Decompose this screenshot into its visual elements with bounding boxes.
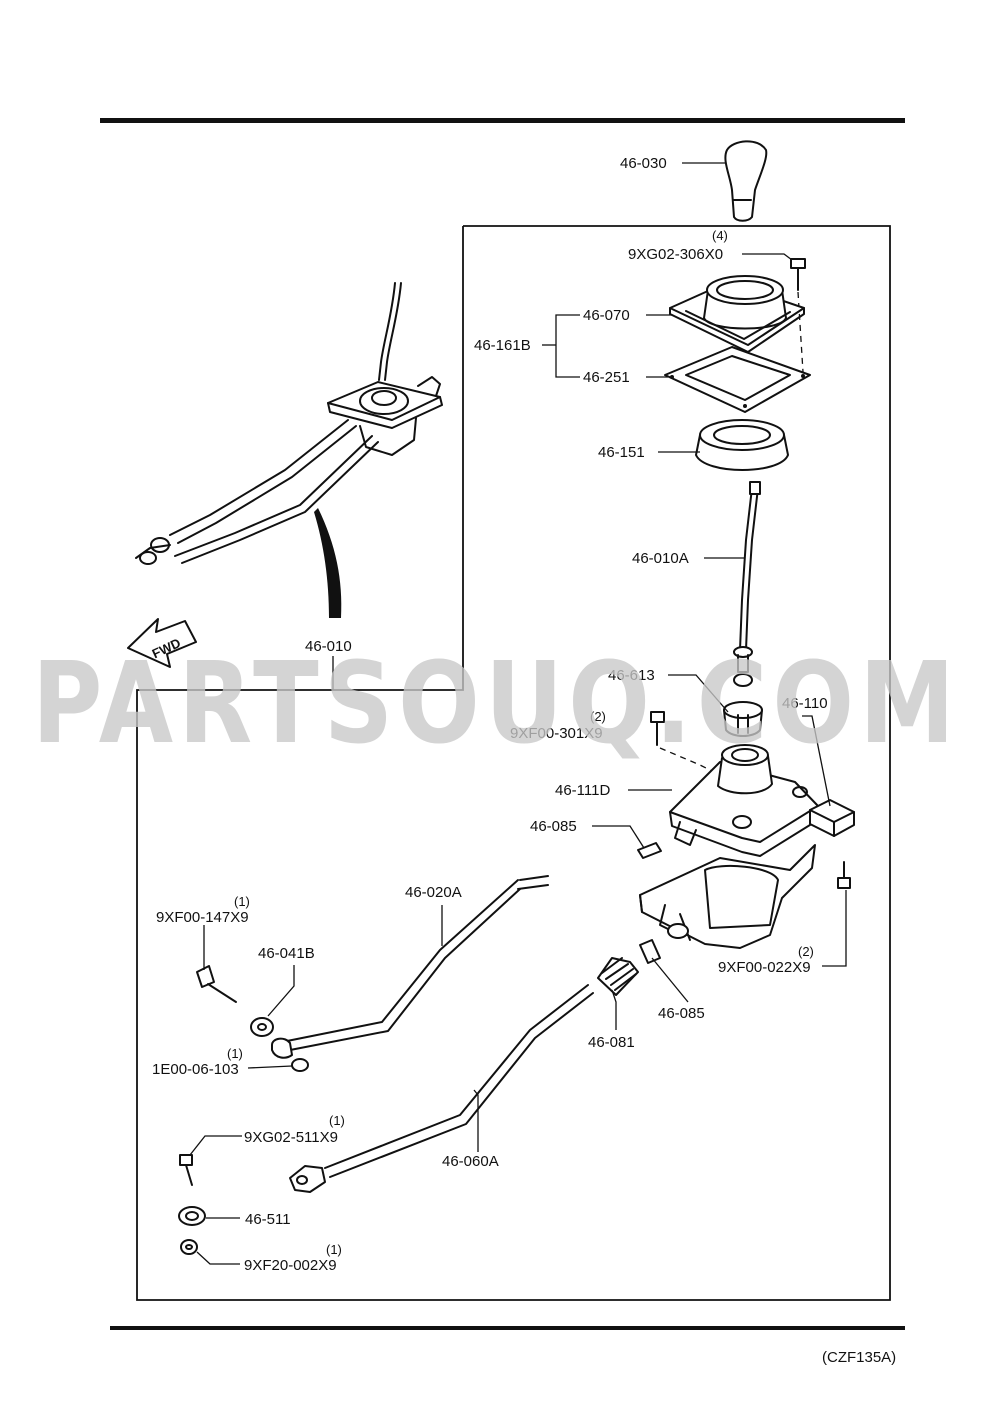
watermark: PARTSOUQ.COM [32, 639, 960, 769]
qty-9XF00-147X9: (1) [234, 894, 250, 909]
label-9XF00-022X9: 9XF00-022X9 [718, 959, 811, 976]
bolt-c-illustration [837, 861, 851, 889]
label-46-030: 46-030 [620, 155, 667, 172]
qty-9XG02-306X0: (4) [712, 228, 728, 243]
label-46-110: 46-110 [782, 695, 828, 712]
fwd-arrow: FWD [127, 618, 197, 668]
label-46-010A: 46-010A [632, 550, 689, 567]
qty-9XG02-511X9: (1) [329, 1113, 345, 1128]
qty-9XF20-002X9: (1) [326, 1242, 342, 1257]
qty-9XF00-301X9: (2) [590, 709, 606, 724]
bushing-illustration [723, 701, 763, 737]
rod-b-illustration [289, 984, 594, 1193]
label-46-070: 46-070 [583, 307, 630, 324]
diagram-reference: (CZF135A) [822, 1349, 896, 1366]
label-9XF20-002X9: 9XF20-002X9 [244, 1257, 337, 1274]
label-9XG02-306X0: 9XG02-306X0 [628, 246, 723, 263]
label-46-161B: 46-161B [474, 337, 531, 354]
label-46-111D: 46-111D [555, 782, 610, 799]
clamp-illustration [178, 1206, 206, 1226]
screw-top-illustration [790, 258, 806, 291]
top-rule [100, 118, 905, 123]
dash-bolt-a [659, 747, 741, 786]
label-46-020A: 46-020A [405, 884, 462, 901]
nut-a-illustration [291, 1058, 309, 1072]
label-46-010: 46-010 [305, 638, 352, 655]
label-46-151: 46-151 [598, 444, 645, 461]
shift-knob-illustration [724, 140, 768, 222]
label-46-085-a: 46-085 [530, 818, 577, 835]
leader-lines [189, 162, 847, 1265]
lower-housing-illustration [639, 844, 816, 949]
qty-1E00-06-103: (1) [227, 1046, 243, 1061]
bottom-rule [110, 1326, 905, 1330]
label-46-511: 46-511 [245, 1211, 291, 1228]
qty-9XF00-022X9: (2) [798, 944, 814, 959]
shift-lever-illustration [733, 481, 761, 687]
rod-a-illustration [271, 875, 549, 1059]
boot-illustration [695, 419, 789, 471]
bolt-d-illustration [179, 1154, 193, 1186]
gasket-illustration [664, 346, 811, 413]
dust-boot-illustration [597, 957, 639, 996]
bushing-b-illustration [250, 1017, 274, 1037]
label-9XG02-511X9: 9XG02-511X9 [244, 1129, 338, 1146]
label-46-251: 46-251 [583, 369, 630, 386]
label-9XF00-301X9: 9XF00-301X9 [510, 725, 603, 742]
plate-illustration [669, 275, 805, 353]
label-46-041B: 46-041B [258, 945, 315, 962]
dash-screw [797, 291, 804, 373]
overview-assembly-illustration [135, 282, 443, 565]
bracket-illustration [809, 799, 855, 837]
clip-a-illustration [637, 842, 662, 859]
clip-b-illustration [639, 939, 661, 964]
label-1E00-06-103: 1E00-06-103 [152, 1061, 239, 1078]
label-46-085-b: 46-085 [658, 1005, 705, 1022]
indication-arrow [314, 508, 342, 618]
bolt-a-illustration [650, 711, 665, 746]
label-46-081: 46-081 [588, 1034, 635, 1051]
upper-housing-illustration [669, 744, 819, 857]
label-46-060A: 46-060A [442, 1153, 499, 1170]
bolt-b-illustration [196, 965, 237, 1003]
assembly-frame [136, 225, 891, 1301]
label-9XF00-147X9: 9XF00-147X9 [156, 909, 249, 926]
label-46-613: 46-613 [608, 667, 655, 684]
nut-b-illustration [180, 1239, 198, 1255]
